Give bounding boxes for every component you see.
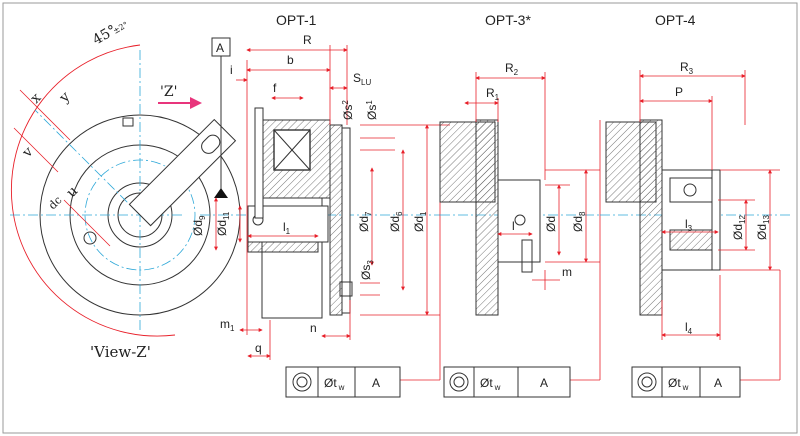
dim-l4: l4 bbox=[685, 320, 693, 336]
opt3-dimensions bbox=[464, 72, 601, 381]
dim-i: i bbox=[230, 63, 233, 77]
opt1-section bbox=[200, 107, 440, 319]
lever-arm bbox=[128, 118, 237, 227]
dim-d13: Ød13 bbox=[755, 215, 771, 240]
datum-label: A bbox=[216, 41, 224, 55]
dim-d8: Ød8 bbox=[571, 211, 587, 232]
dim-S: SLU bbox=[353, 71, 371, 87]
dim-s3: Øs3 bbox=[359, 260, 375, 280]
dim-line-x bbox=[19, 89, 71, 141]
mounting-hole bbox=[83, 231, 97, 245]
dim-d12: Ød12 bbox=[731, 215, 747, 240]
dim-R1: R1 bbox=[486, 86, 500, 102]
dim-line-u bbox=[63, 199, 111, 247]
view-z-drawing bbox=[10, 44, 241, 337]
x-label: x bbox=[28, 90, 45, 107]
dim-line-v bbox=[13, 127, 59, 173]
dim-l3: l3 bbox=[685, 217, 693, 233]
dim-d11: Ød11 bbox=[215, 211, 231, 236]
dim-R: R bbox=[303, 33, 312, 47]
concentricity-icon bbox=[292, 372, 312, 392]
angle-tolerance: ±2° bbox=[112, 20, 130, 36]
z-arrow-label: 'Z' bbox=[160, 84, 177, 100]
dim-d: Ød bbox=[544, 216, 558, 232]
dim-d7: Ød7 bbox=[357, 211, 373, 232]
tol-datum-1: A bbox=[372, 376, 380, 390]
datum-triangle bbox=[214, 188, 228, 198]
dim-m: m bbox=[562, 265, 572, 279]
dim-s2: Øs2 bbox=[341, 100, 355, 120]
dim-R3: R3 bbox=[680, 60, 694, 76]
opt3-section bbox=[439, 119, 600, 316]
dim-n: n bbox=[310, 321, 317, 335]
concentricity-icon bbox=[637, 372, 657, 392]
dim-b: b bbox=[287, 53, 294, 67]
dim-d9: Ød9 bbox=[191, 215, 207, 236]
dim-d6: Ød6 bbox=[388, 211, 404, 232]
dc-label: dc bbox=[46, 194, 65, 213]
u-label: u bbox=[64, 183, 82, 201]
dim-m1: m1 bbox=[220, 317, 235, 333]
dim-P: P bbox=[675, 85, 683, 99]
opt4-section bbox=[600, 119, 790, 316]
dim-s1: Øs1 bbox=[365, 100, 379, 120]
view-z-label: 'View-Z' bbox=[90, 343, 151, 361]
header-opt4: OPT-4 bbox=[655, 12, 696, 28]
dim-l1: l1 bbox=[283, 220, 291, 236]
dim-d1: Ød1 bbox=[412, 211, 428, 232]
tol-datum-2: A bbox=[540, 376, 548, 390]
dim-f: f bbox=[273, 81, 277, 95]
opt4-dimensions bbox=[639, 70, 781, 381]
screw-head bbox=[122, 117, 134, 127]
dim-q: q bbox=[255, 341, 262, 355]
y-label: y bbox=[56, 89, 74, 107]
tol-datum-3: A bbox=[714, 376, 722, 390]
diagonal-centerline bbox=[34, 109, 141, 216]
header-opt3: OPT-3* bbox=[485, 12, 531, 28]
dim-R2: R2 bbox=[505, 61, 519, 77]
header-opt1: OPT-1 bbox=[276, 12, 317, 28]
v-label: v bbox=[19, 144, 37, 162]
dim-l: l bbox=[512, 219, 515, 233]
concentricity-icon bbox=[449, 372, 469, 392]
outer-arc bbox=[11, 44, 176, 337]
